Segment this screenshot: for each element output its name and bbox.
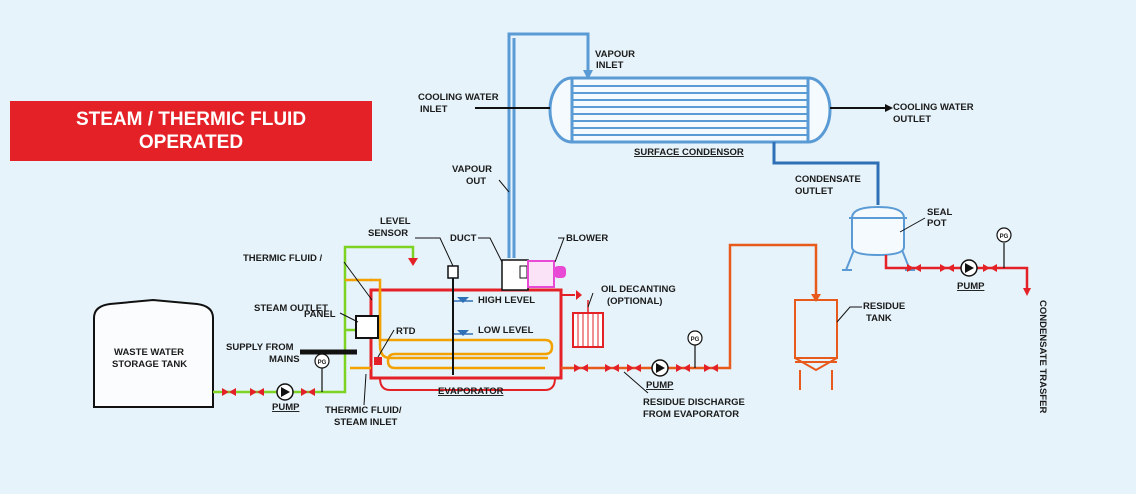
- seal-pot: [842, 205, 915, 271]
- condensate-outlet-label-1: CONDENSATE: [795, 174, 861, 185]
- heating-coil: [345, 278, 554, 370]
- cooling-water-inlet-label-1: COOLING WATER: [418, 92, 499, 103]
- condensate-transfer-label: CONDENSATE TRASFER: [1037, 300, 1048, 413]
- seal-pot-label-1: SEAL: [927, 207, 953, 218]
- vapour-inlet-arrow: [583, 70, 593, 80]
- rtd-label: RTD: [396, 326, 416, 337]
- feed-valves: [222, 388, 315, 396]
- residue-discharge-label-1: RESIDUE DISCHARGE: [643, 397, 745, 408]
- feed-pump: [276, 383, 294, 401]
- residue-tank-label-1: RESIDUE: [863, 301, 905, 312]
- evaporator-base: [379, 377, 556, 391]
- level-sensor-label-2: SENSOR: [368, 228, 408, 239]
- steam-inlet-label-2: STEAM INLET: [334, 417, 398, 428]
- residue-gauge-label: PG: [691, 337, 700, 343]
- evaporator-label: EVAPORATOR: [438, 386, 504, 397]
- rtd-sensor: [374, 357, 382, 365]
- condensate-pump-label: PUMP: [957, 281, 985, 292]
- residue-pump: [651, 359, 669, 377]
- low-level-marker: [457, 330, 469, 336]
- feed-pump-label: PUMP: [272, 402, 300, 413]
- residue-tank: [794, 299, 838, 390]
- condensate-transfer-arrow: [1023, 288, 1031, 296]
- level-sensor-valve: [408, 258, 418, 266]
- condensate-outlet-label-2: OUTLET: [795, 186, 833, 197]
- condensate-outlet-line: [772, 142, 880, 205]
- residue-pressure-gauge: PG: [687, 330, 703, 368]
- waste-water-tank-label-1: WASTE WATER: [114, 347, 184, 358]
- high-level-label: HIGH LEVEL: [478, 295, 535, 306]
- residue-valves: [574, 364, 718, 372]
- residue-discharge-line: [561, 243, 818, 370]
- level-sensor: [447, 265, 459, 279]
- condensate-gauge-label: PG: [1000, 234, 1009, 240]
- supply-from-mains-label-2: MAINS: [269, 354, 300, 365]
- cooling-water-outlet-arrow: [885, 104, 893, 112]
- cooling-water-outlet-label-2: OUTLET: [893, 114, 931, 125]
- waste-water-storage-tank: [93, 298, 214, 408]
- residue-discharge-arrow: [811, 294, 821, 302]
- residue-tank-label-2: TANK: [866, 313, 892, 324]
- banner-line-1: STEAM / THERMIC FLUID: [75, 109, 307, 130]
- condensate-pressure-gauge: PG: [996, 227, 1012, 268]
- level-sensor-label-1: LEVEL: [380, 216, 411, 227]
- supply-from-mains-label-1: SUPPLY FROM: [226, 342, 294, 353]
- surface-condenser: [548, 76, 832, 144]
- steam-outlet-label: STEAM OUTLET: [254, 303, 328, 314]
- blower: [527, 260, 566, 288]
- steam-inlet-label-1: THERMIC FLUID/: [325, 405, 402, 416]
- duct-damper: [519, 265, 528, 279]
- feed-gauge-label: PG: [318, 360, 327, 366]
- leader-lines: [339, 179, 926, 406]
- condensate-transfer-line: [884, 255, 1029, 290]
- feed-pressure-gauge: PG: [314, 353, 330, 392]
- oil-outlet-nozzle: [576, 290, 582, 300]
- duct-label: DUCT: [450, 233, 477, 244]
- blower-label: BLOWER: [566, 233, 608, 244]
- low-level-label: LOW LEVEL: [478, 325, 534, 336]
- vapour-out-label-2: OUT: [466, 176, 486, 187]
- cooling-water-outlet-label-1: COOLING WATER: [893, 102, 974, 113]
- vapour-inlet-label-2: INLET: [596, 60, 624, 71]
- control-panel: [355, 315, 379, 339]
- oil-decanting-vessel: [572, 300, 604, 348]
- condensate-pump: [960, 259, 978, 277]
- vapour-inlet-label-1: VAPOUR: [595, 49, 635, 60]
- cooling-water-inlet-label-2: INLET: [420, 104, 448, 115]
- vapour-out-label-1: VAPOUR: [452, 164, 492, 175]
- operation-mode-banner: STEAM / THERMIC FLUID OPERATED: [10, 101, 372, 161]
- thermic-fluid-label: THERMIC FLUID /: [243, 253, 323, 264]
- waste-water-tank-label-2: STORAGE TANK: [112, 359, 187, 370]
- panel-label: PANEL: [304, 309, 336, 320]
- vapour-line: [507, 32, 590, 258]
- seal-pot-label-2: POT: [927, 218, 947, 229]
- oil-decanting-label-1: OIL DECANTING: [601, 284, 676, 295]
- surface-condensor-label: SURFACE CONDENSOR: [634, 147, 744, 158]
- residue-discharge-label-2: FROM EVAPORATOR: [643, 409, 739, 420]
- oil-decanting-label-2: (OPTIONAL): [607, 296, 662, 307]
- seal-pot-valve: [907, 264, 997, 272]
- residue-pump-label: PUMP: [646, 380, 674, 391]
- banner-line-2: OPERATED: [138, 132, 244, 153]
- high-level-marker: [457, 297, 469, 303]
